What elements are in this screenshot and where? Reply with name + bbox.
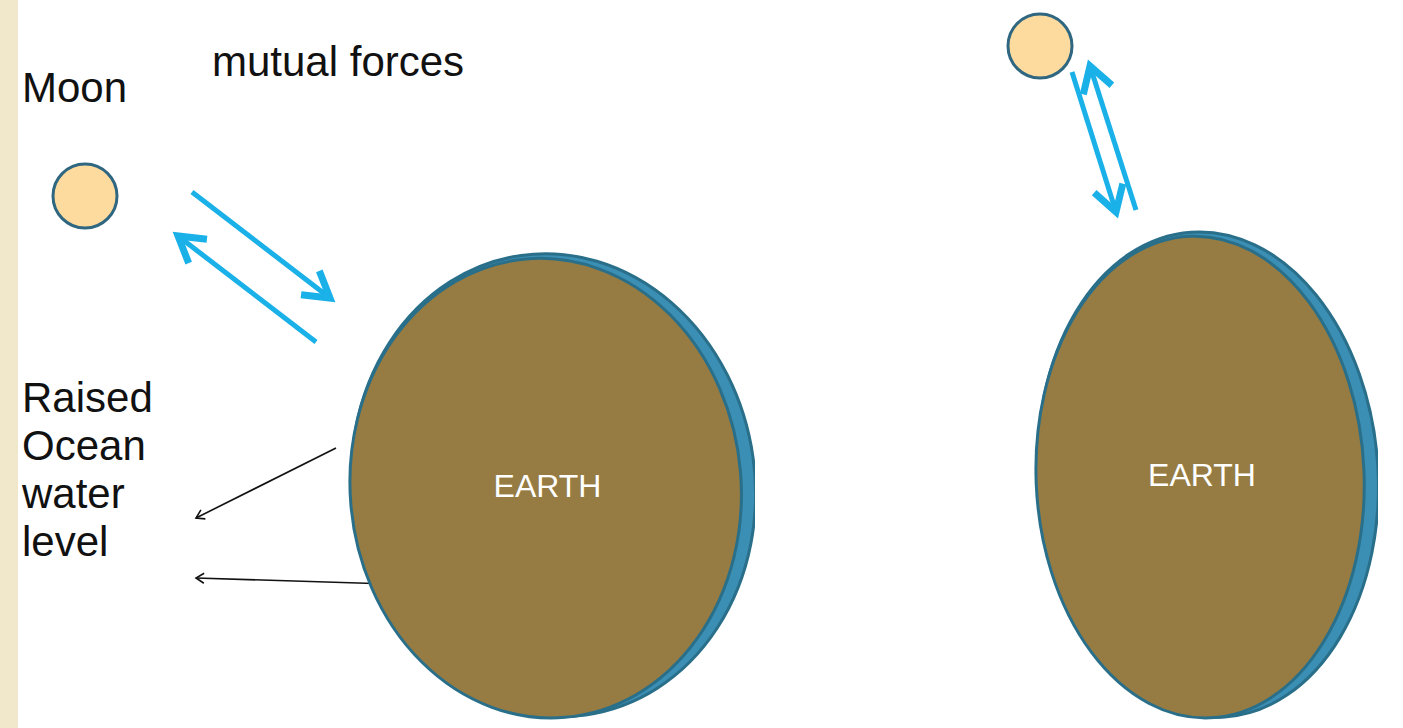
force-arrow xyxy=(1072,72,1116,212)
moon xyxy=(53,164,117,228)
text-label: Moon xyxy=(22,64,127,112)
text-label: mutual forces xyxy=(212,38,464,86)
node-label: EARTH xyxy=(1026,457,1378,494)
node-label: EARTH xyxy=(340,468,755,505)
side-strip xyxy=(0,0,18,728)
force-arrow xyxy=(178,236,316,342)
earth-node: EARTH xyxy=(340,250,755,722)
text-label: Raised Ocean water level xyxy=(22,374,152,566)
force-arrow xyxy=(1090,66,1136,210)
force-arrow xyxy=(192,192,330,298)
earth-node: EARTH xyxy=(1026,228,1378,722)
moon xyxy=(1008,14,1072,78)
leader-line xyxy=(196,448,336,518)
